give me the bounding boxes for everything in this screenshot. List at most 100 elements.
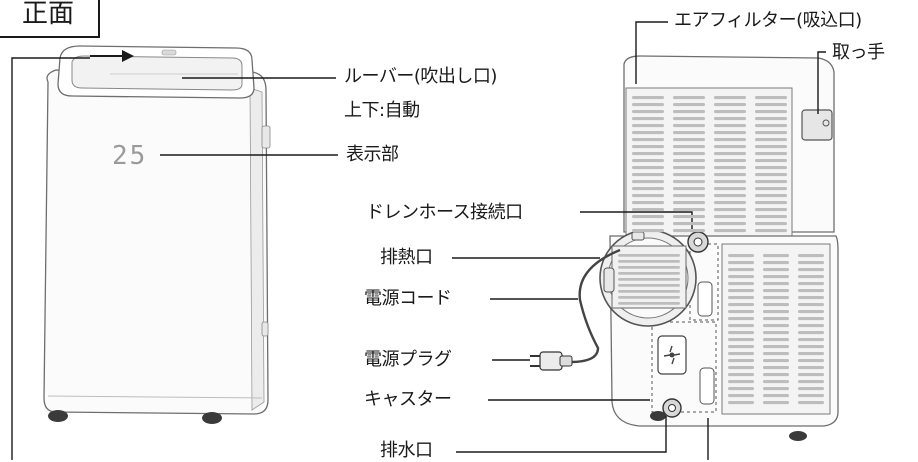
upper-grille-slat xyxy=(673,201,705,205)
lower-grille-slat xyxy=(798,324,824,328)
lower-grille-slat xyxy=(728,352,754,356)
lower-grille-slat xyxy=(798,345,824,349)
upper-grille-slat xyxy=(714,229,746,233)
lower-grille-slat xyxy=(763,261,789,265)
front-unit xyxy=(43,45,271,424)
label-caster: キャスター xyxy=(364,389,452,410)
upper-grille-slat xyxy=(755,208,787,212)
upper-grille-slat xyxy=(755,229,787,233)
view-title: 正面 xyxy=(0,0,100,38)
airflow-arrow-head xyxy=(122,50,134,62)
upper-grille-slat xyxy=(714,131,746,135)
upper-grille-slat xyxy=(673,152,705,156)
lower-grille-slat xyxy=(763,352,789,356)
exhaust-grille-slat xyxy=(618,302,680,305)
lower-grille-slat xyxy=(763,394,789,398)
lower-grille-slat xyxy=(763,338,789,342)
lower-grille-slat xyxy=(728,317,754,321)
lower-grille-slat xyxy=(728,324,754,328)
upper-grille-slat xyxy=(632,187,664,191)
lower-grille-slat xyxy=(763,359,789,363)
upper-grille-slat xyxy=(673,145,705,149)
lower-grille-slat xyxy=(728,254,754,258)
lower-grille-slat xyxy=(763,324,789,328)
lower-grille-slat xyxy=(728,338,754,342)
upper-grille-slat xyxy=(632,180,664,184)
lower-grille-slat xyxy=(763,401,789,405)
lower-grille-slat xyxy=(798,317,824,321)
lower-grille-slat xyxy=(728,331,754,335)
lower-grille-slat xyxy=(763,310,789,314)
exhaust-grille-slat xyxy=(618,278,680,281)
upper-grille-slat xyxy=(755,117,787,121)
upper-grille-slat xyxy=(755,131,787,135)
upper-grille-slat xyxy=(714,145,746,149)
upper-grille-slat xyxy=(632,103,664,107)
lower-grille-slat xyxy=(763,373,789,377)
label-power-plug: 電源プラグ xyxy=(364,349,452,370)
exhaust-grille-slat xyxy=(618,272,680,275)
upper-grille-slat xyxy=(673,117,705,121)
upper-grille-slat xyxy=(714,166,746,170)
upper-grille-slat xyxy=(755,159,787,163)
upper-grille-slat xyxy=(673,131,705,135)
upper-grille-slat xyxy=(673,159,705,163)
lower-grille-slat xyxy=(798,282,824,286)
lower-grille-slat xyxy=(798,296,824,300)
lower-grille-slat xyxy=(728,366,754,370)
upper-grille-slat xyxy=(714,152,746,156)
lower-grille-slat xyxy=(798,387,824,391)
label-drain: 排水口 xyxy=(380,440,433,461)
lower-grille-slat xyxy=(763,345,789,349)
upper-grille-slat xyxy=(714,117,746,121)
lower-grille-slat xyxy=(728,303,754,307)
lower-grille-slat xyxy=(798,380,824,384)
lower-grille-slat xyxy=(728,289,754,293)
upper-grille-slat xyxy=(714,103,746,107)
upper-grille-slat xyxy=(755,103,787,107)
lower-grille-slat xyxy=(763,366,789,370)
upper-grille-slat xyxy=(632,201,664,205)
upper-grille-slat xyxy=(755,96,787,100)
lower-grille-slat xyxy=(798,289,824,293)
lower-grille-slat xyxy=(763,387,789,391)
upper-grille-slat xyxy=(632,222,664,226)
label-power-cord: 電源コード xyxy=(364,288,452,309)
upper-grille-slat xyxy=(632,229,664,233)
lower-grille-slat xyxy=(798,275,824,279)
lower-grille-slat xyxy=(763,331,789,335)
power-plug-shape xyxy=(530,351,573,371)
lower-grille-slat xyxy=(728,296,754,300)
upper-grille-slat xyxy=(714,96,746,100)
lower-grille-slat xyxy=(798,303,824,307)
lower-grille-slat xyxy=(798,310,824,314)
label-air-filter: エアフィルター(吸込口) xyxy=(674,10,862,31)
lower-grille-slat xyxy=(798,254,824,258)
label-handle: 取っ手 xyxy=(832,42,885,63)
lower-grille-slat xyxy=(728,310,754,314)
upper-grille-slat xyxy=(632,117,664,121)
exhaust-grille-slat xyxy=(618,284,680,287)
upper-grille-slat xyxy=(632,110,664,114)
label-exhaust: 排熱口 xyxy=(380,247,433,268)
upper-grille-slat xyxy=(632,173,664,177)
upper-grille-slat xyxy=(714,194,746,198)
upper-grille-slat xyxy=(755,138,787,142)
upper-grille-slat xyxy=(755,180,787,184)
display-digits: 25 xyxy=(112,141,147,171)
lower-grille-slat xyxy=(763,317,789,321)
lower-grille-slat xyxy=(798,401,824,405)
exhaust-grille-slat xyxy=(618,290,680,293)
lower-grille-slat xyxy=(728,387,754,391)
upper-grille-slat xyxy=(632,152,664,156)
upper-grille-slat xyxy=(714,215,746,219)
upper-grille-slat xyxy=(632,96,664,100)
upper-grille-slat xyxy=(673,138,705,142)
upper-grille-slat xyxy=(632,159,664,163)
exhaust-grille-slat xyxy=(618,254,680,257)
upper-grille-slat xyxy=(755,152,787,156)
label-louver: ルーバー(吹出し口) xyxy=(344,66,497,87)
lower-grille-slat xyxy=(763,380,789,384)
lower-grille-slat xyxy=(728,359,754,363)
